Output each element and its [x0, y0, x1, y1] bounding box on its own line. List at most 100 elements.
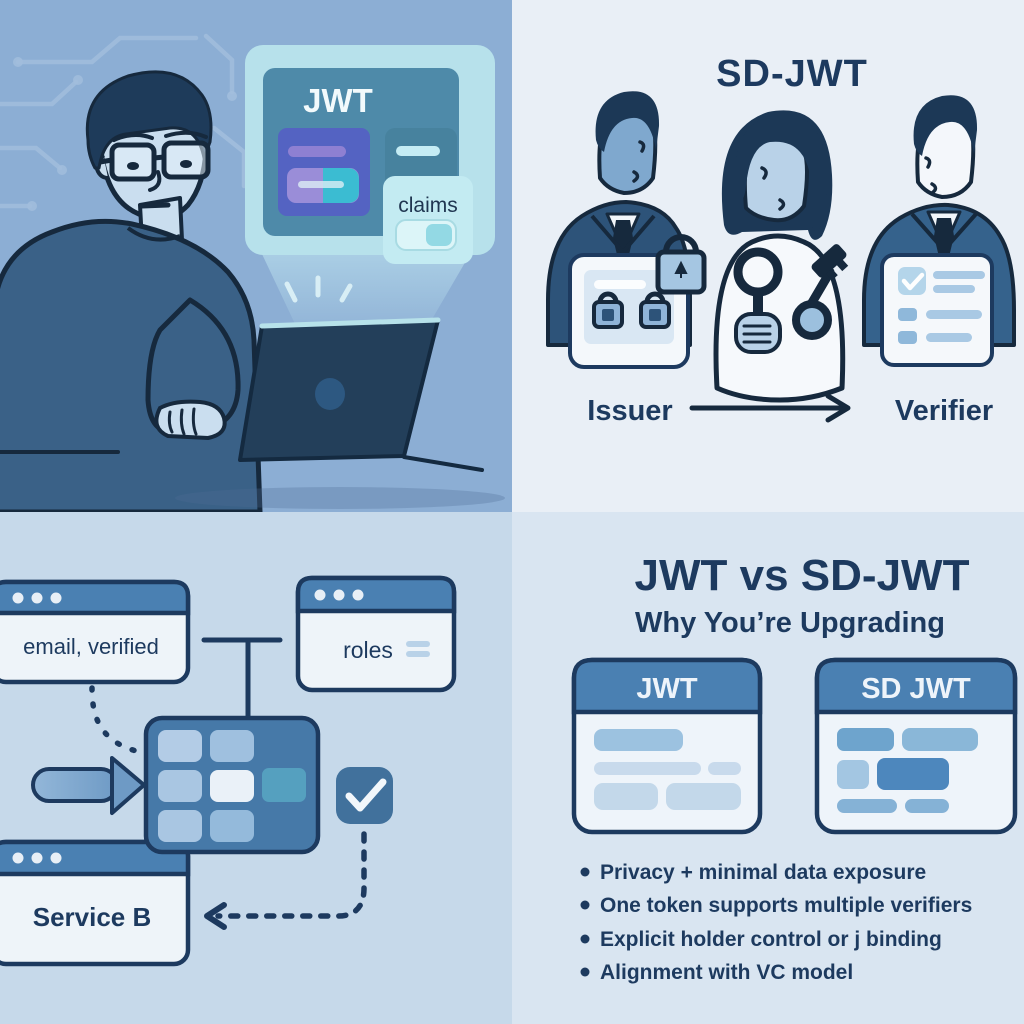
claims-grid-card	[143, 715, 321, 855]
key-icon	[792, 244, 849, 340]
claim-cell	[158, 770, 202, 802]
issuer-hair	[595, 91, 660, 152]
benefit-item: One token supports multiple verifiers	[600, 894, 972, 917]
comparison-subtitle: Why You’re Upgrading	[635, 607, 945, 639]
jwt-payload-card	[278, 128, 370, 216]
holder-figure	[713, 110, 849, 403]
laptop-logo	[315, 378, 345, 410]
padlock-icon	[592, 291, 624, 329]
checklist-bar	[933, 271, 985, 279]
issuer-mouth	[632, 170, 640, 183]
holder-hair-front	[735, 114, 828, 232]
issuer-document	[568, 234, 707, 369]
token-block	[666, 783, 741, 810]
developer-jwt-scene: JWT claims	[0, 0, 512, 512]
document-title-bar	[594, 280, 646, 289]
padlock-icon	[639, 291, 671, 329]
sd-jwt-card-header	[814, 657, 1018, 715]
claim-cell	[210, 770, 254, 802]
eye-right	[180, 160, 192, 168]
benefit-item: Alignment with VC model	[600, 961, 853, 984]
token-block	[905, 799, 949, 813]
nose	[148, 170, 162, 192]
payload-bar	[288, 146, 346, 157]
typing-hand	[154, 399, 227, 441]
toggle-switch-icon	[395, 219, 457, 251]
collar	[126, 226, 181, 242]
header-bar	[396, 146, 440, 156]
claim-cell-selected	[262, 768, 306, 802]
token-block	[594, 783, 658, 810]
eye-left	[127, 162, 139, 170]
jwt-card-label: JWT	[636, 673, 698, 705]
email-window-label: email, verified	[23, 634, 159, 659]
holder-eye	[760, 166, 768, 180]
sd-jwt-card: SD JWT	[814, 657, 1018, 835]
claim-cell	[210, 730, 254, 762]
claims-card: claims	[383, 176, 473, 264]
menu-lines-icon	[406, 641, 430, 657]
window-dots-icon	[12, 592, 62, 604]
laptop-base	[402, 455, 484, 472]
claim-cell	[158, 810, 202, 842]
laptop-lid-edge	[259, 317, 441, 329]
benefits-list: Privacy + minimal data exposure One toke…	[580, 861, 972, 984]
arrow-right-icon	[31, 756, 146, 815]
benefit-item: Explicit holder control or j binding	[600, 928, 942, 951]
verifier-lapels	[910, 212, 978, 252]
token-block	[708, 762, 741, 775]
bullet-dot	[580, 967, 590, 977]
claims-flow-scene: email, verified roles Service B	[0, 512, 512, 1024]
sd-jwt-card-label: SD JWT	[861, 673, 971, 705]
checklist-box	[898, 331, 917, 344]
verifier-eye	[924, 156, 932, 169]
checklist-bar	[933, 285, 975, 293]
token-block	[837, 728, 894, 751]
checklist-box	[898, 308, 917, 321]
jwt-panel: JWT claims	[245, 45, 495, 264]
sparkle-marks	[284, 275, 353, 303]
dashed-flow-check	[204, 831, 367, 930]
token-block	[837, 799, 897, 813]
issuer-lapels	[590, 214, 656, 254]
connector-lines	[201, 637, 283, 721]
benefit-item: Privacy + minimal data exposure	[600, 861, 926, 884]
circuit-dots	[13, 57, 237, 211]
jwt-card: JWT	[571, 657, 763, 835]
window-dots-icon	[12, 852, 62, 864]
padlock-icon	[655, 234, 707, 295]
mouth	[139, 202, 171, 209]
browser-window-email: email, verified	[0, 579, 191, 685]
service-b-window-label: Service B	[33, 902, 152, 932]
roles-window-label: roles	[343, 637, 393, 663]
hair	[85, 70, 213, 170]
laptop	[238, 317, 484, 472]
token-block	[877, 758, 949, 790]
holder-mouth	[778, 198, 786, 211]
bullet-dot	[580, 867, 590, 877]
checklist-bar	[926, 333, 972, 342]
bullet-dot	[580, 900, 590, 910]
payload-inner-bar	[298, 181, 344, 188]
issuer-eye	[638, 140, 646, 153]
claims-label: claims	[398, 194, 458, 217]
verifier-mouth	[930, 182, 938, 195]
bullet-dot	[580, 934, 590, 944]
holder-hand	[734, 312, 782, 354]
circuit-traces	[0, 33, 247, 209]
window-title-bar	[0, 579, 191, 616]
arrow-right-icon	[689, 393, 851, 423]
comparison-title: JWT vs SD-JWT	[635, 551, 970, 600]
eyebrows	[112, 130, 208, 142]
browser-window-service-b: Service B	[0, 839, 191, 967]
claim-cell	[210, 810, 254, 842]
checkmark-icon	[336, 767, 393, 824]
jwt-card-header	[571, 657, 763, 715]
jwt-panel-title: JWT	[303, 82, 373, 119]
verifier-checklist	[880, 253, 994, 367]
verifier-hair	[913, 95, 978, 156]
token-block	[902, 728, 978, 751]
claim-cell	[158, 730, 202, 762]
checklist-bar	[926, 310, 982, 319]
